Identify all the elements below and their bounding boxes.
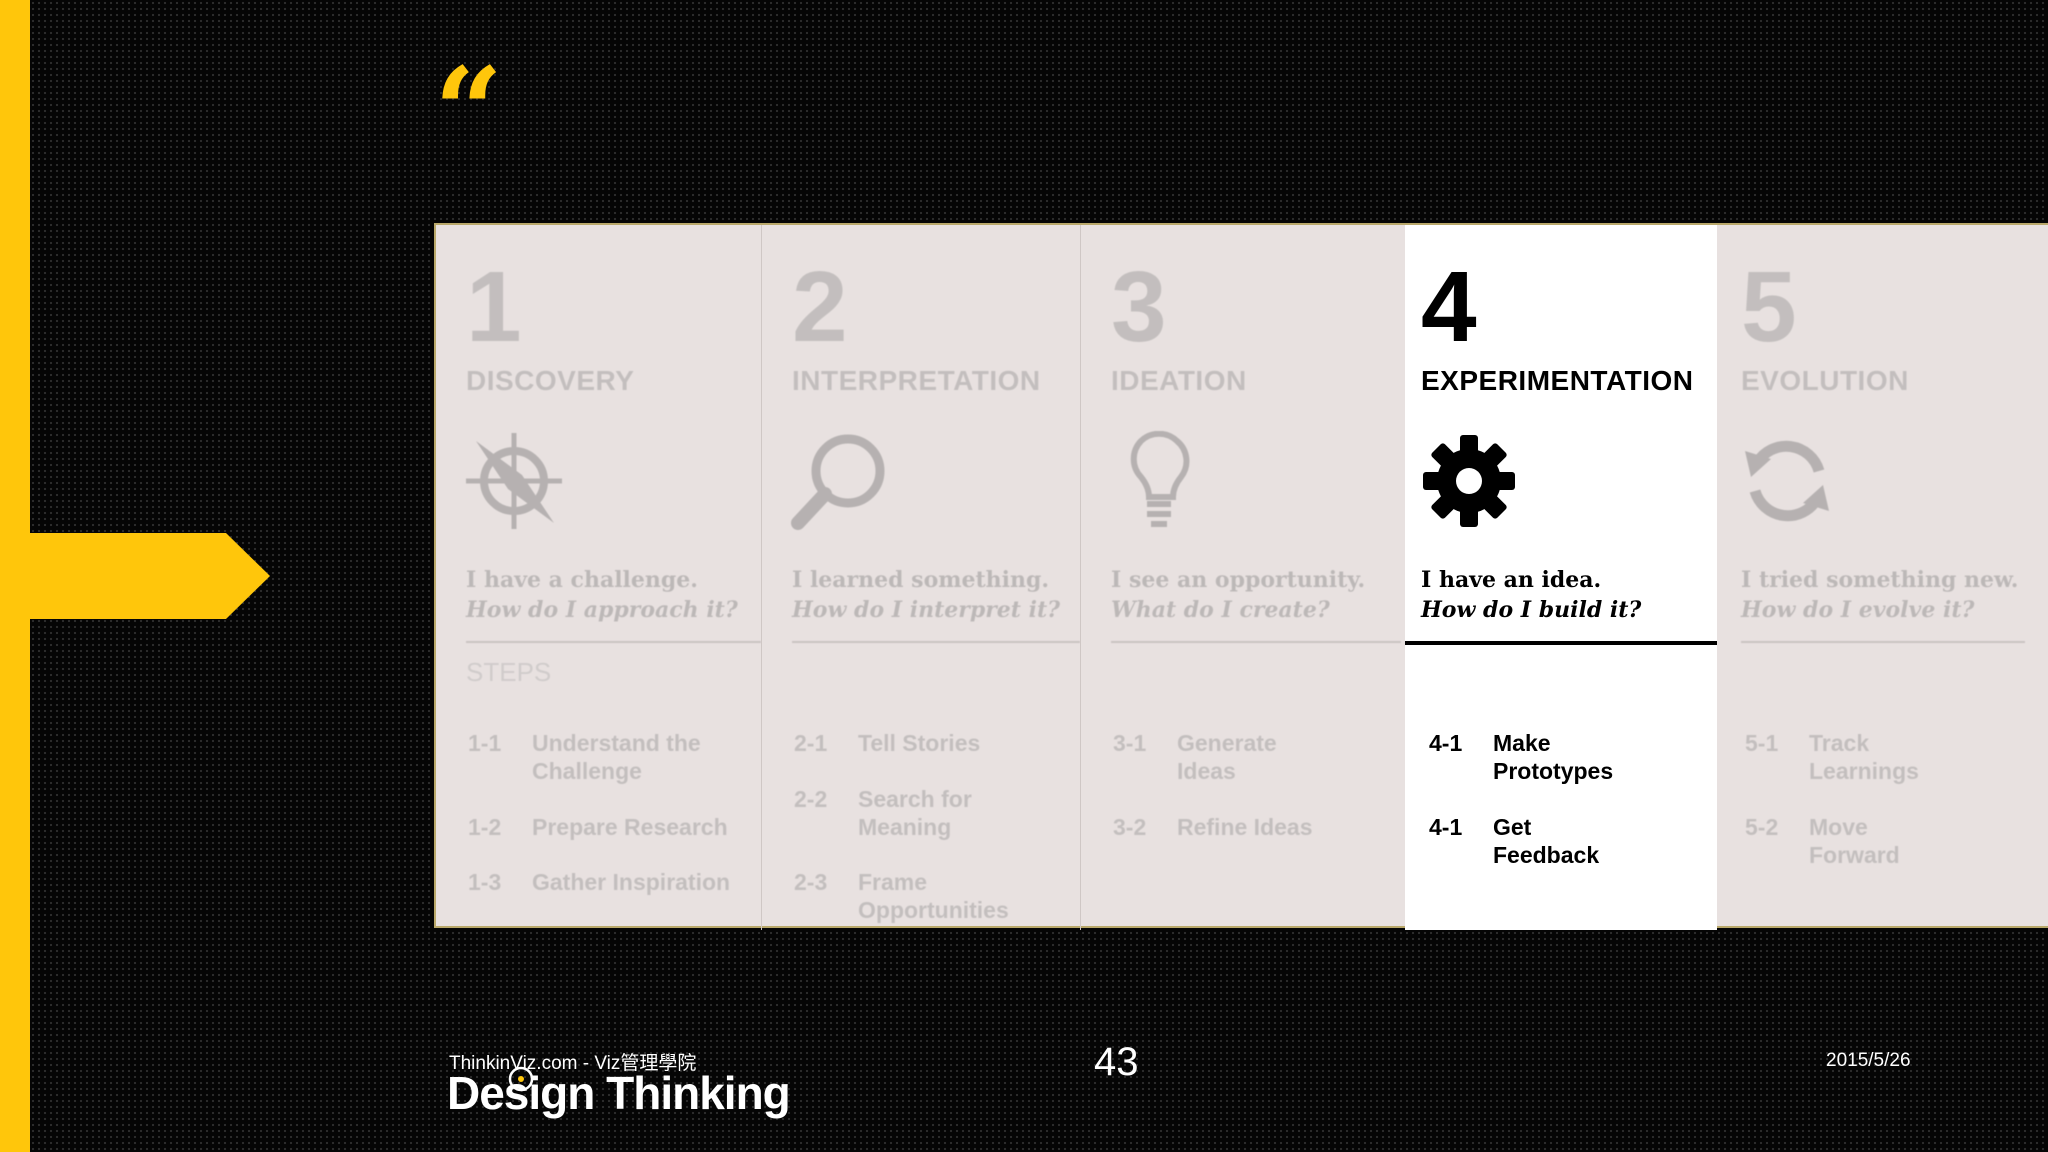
step-number: 3-2 bbox=[1113, 814, 1147, 840]
phase-column-experimentation: 4 EXPERIMENTATION I have an idea. How do… bbox=[1405, 225, 1717, 930]
step-number: 5-1 bbox=[1745, 730, 1779, 756]
phase-column-evolution: 5 EVOLUTION I tried something new. How d… bbox=[1721, 225, 2048, 930]
step-number: 2-1 bbox=[794, 730, 828, 756]
phase-question-italic: How do I approach it? bbox=[466, 597, 738, 623]
phase-number: 5 bbox=[1741, 251, 1797, 363]
step-label: Make Prototypes bbox=[1493, 730, 1614, 784]
step-item: 3-2 Refine Ideas bbox=[1113, 813, 1387, 841]
step-number: 1-3 bbox=[468, 869, 502, 895]
phase-column-ideation: 3 IDEATION I see an opportunity. What do… bbox=[1081, 225, 1401, 930]
step-label: Frame Opportunities bbox=[858, 869, 1009, 923]
phase-title: INTERPRETATION bbox=[792, 365, 1041, 396]
step-item: 1-3 Gather Inspiration bbox=[468, 868, 761, 896]
step-label: Get Feedback bbox=[1493, 814, 1600, 868]
compass-icon bbox=[466, 433, 562, 529]
arrow-marker bbox=[30, 533, 270, 619]
phase-column-discovery: 1 DISCOVERY I have a challenge. How do I… bbox=[436, 225, 761, 930]
step-label: Tell Stories bbox=[858, 730, 981, 756]
lightbulb-icon bbox=[1130, 431, 1190, 527]
phase-question: I have a challenge. bbox=[466, 567, 698, 593]
step-item: 2-3 Frame Opportunities bbox=[794, 868, 1038, 924]
phase-question-italic: How do I evolve it? bbox=[1741, 597, 1975, 623]
step-item: 5-2 Move Forward bbox=[1745, 813, 1919, 869]
step-label: Generate Ideas bbox=[1177, 730, 1277, 784]
step-number: 2-2 bbox=[794, 786, 828, 812]
step-item: 4-1 Make Prototypes bbox=[1429, 729, 1643, 785]
refresh-icon bbox=[1745, 440, 1829, 522]
page-number: 43 bbox=[1094, 1040, 1139, 1084]
phase-title: EVOLUTION bbox=[1741, 365, 1909, 396]
step-label: Gather Inspiration bbox=[532, 869, 731, 895]
step-label: Prepare Research bbox=[532, 814, 728, 840]
phase-title: IDEATION bbox=[1111, 365, 1247, 396]
divider bbox=[1741, 641, 2025, 643]
divider bbox=[1111, 641, 1401, 643]
gear-icon bbox=[1423, 435, 1515, 527]
step-number: 1-2 bbox=[468, 814, 502, 840]
step-item: 1-1 Understand the Challenge bbox=[468, 729, 742, 785]
design-thinking-process-panel: 1 DISCOVERY I have a challenge. How do I… bbox=[434, 223, 2048, 930]
column-divider bbox=[761, 225, 762, 930]
step-label: Understand the Challenge bbox=[532, 730, 701, 784]
phase-column-interpretation: 2 INTERPRETATION I learned something. Ho… bbox=[762, 225, 1080, 930]
phase-number: 3 bbox=[1111, 251, 1167, 363]
magnifier-icon bbox=[791, 434, 885, 530]
step-number: 3-1 bbox=[1113, 730, 1147, 756]
steps-label: STEPS bbox=[466, 657, 552, 687]
phase-question-italic: What do I create? bbox=[1111, 597, 1330, 623]
footer-site: ThinkinViz.com - Viz管理學院 bbox=[449, 1053, 697, 1074]
step-item: 2-1 Tell Stories bbox=[794, 729, 1068, 757]
step-item: 5-1 Track Learnings bbox=[1745, 729, 1929, 785]
left-accent-bar bbox=[0, 0, 30, 1152]
step-number: 4-1 bbox=[1429, 814, 1463, 840]
quote-mark: “ bbox=[434, 41, 504, 182]
phase-question: I tried something new. bbox=[1741, 567, 2019, 593]
step-label: Search for Meaning bbox=[858, 786, 972, 840]
phase-title: DISCOVERY bbox=[466, 365, 635, 396]
step-item: 2-2 Search for Meaning bbox=[794, 785, 1018, 841]
logo-ring-icon bbox=[508, 1066, 534, 1092]
step-label: Move Forward bbox=[1809, 814, 1900, 868]
slide-date: 2015/5/26 bbox=[1826, 1050, 1911, 1071]
column-divider bbox=[1080, 225, 1081, 930]
footer-logo: Design Thinking bbox=[447, 1067, 791, 1119]
phase-number: 4 bbox=[1421, 251, 1477, 363]
phase-number: 2 bbox=[792, 251, 848, 363]
step-label: Refine Ideas bbox=[1177, 814, 1313, 840]
phase-question-italic: How do I interpret it? bbox=[792, 597, 1061, 623]
divider bbox=[466, 641, 761, 643]
divider bbox=[792, 641, 1080, 643]
phase-title: EXPERIMENTATION bbox=[1421, 365, 1694, 396]
step-number: 4-1 bbox=[1429, 730, 1463, 756]
step-number: 1-1 bbox=[468, 730, 502, 756]
phase-question: I see an opportunity. bbox=[1111, 567, 1366, 593]
step-item: 3-1 Generate Ideas bbox=[1113, 729, 1297, 785]
step-number: 5-2 bbox=[1745, 814, 1779, 840]
step-label: Track Learnings bbox=[1809, 730, 1919, 784]
step-item: 4-1 Get Feedback bbox=[1429, 813, 1613, 869]
step-number: 2-3 bbox=[794, 869, 828, 895]
step-item: 1-2 Prepare Research bbox=[468, 813, 761, 841]
phase-question: I have an idea. bbox=[1421, 567, 1602, 593]
divider bbox=[1405, 641, 1717, 645]
phase-number: 1 bbox=[466, 251, 522, 363]
phase-question-italic: How do I build it? bbox=[1421, 597, 1642, 623]
phase-question: I learned something. bbox=[792, 567, 1050, 593]
